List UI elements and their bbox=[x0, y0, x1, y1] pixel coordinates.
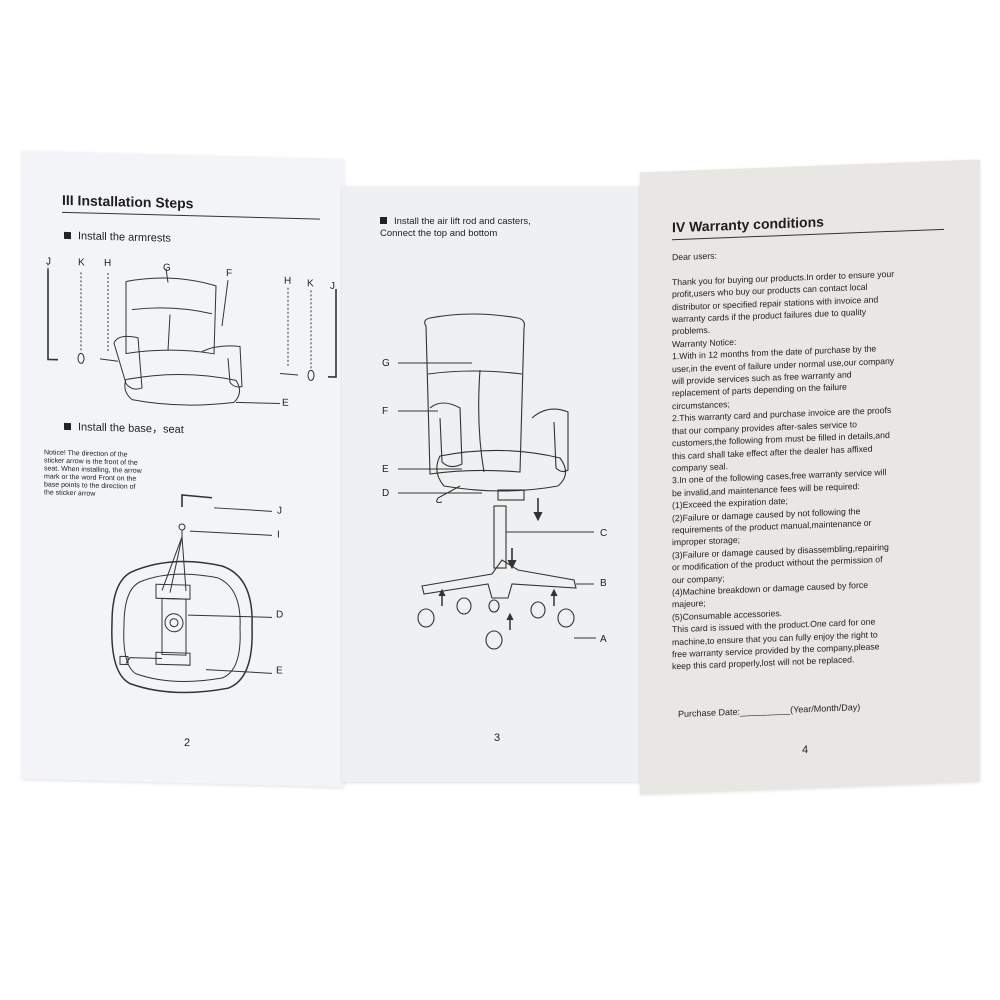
purchase-date-field: Purchase Date:__________(Year/Month/Day) bbox=[678, 702, 861, 720]
manual-page-4: IV Warranty conditions Dear users: Thank… bbox=[640, 159, 980, 795]
part-label: G bbox=[382, 358, 390, 369]
base-seat-diagram bbox=[111, 494, 273, 694]
bullet-square-icon bbox=[380, 217, 387, 224]
manual-page-3: Install the air lift rod and casters, Co… bbox=[342, 186, 642, 782]
page-number: 4 bbox=[802, 744, 809, 757]
chair-assembly-diagram bbox=[398, 313, 596, 650]
part-label: F bbox=[382, 406, 389, 417]
step-text: Install the air lift rod and casters, bbox=[394, 216, 531, 227]
armrest-diagram bbox=[47, 261, 337, 406]
step-text: Connect the top and bottom bbox=[380, 228, 498, 239]
part-label: E bbox=[382, 464, 389, 475]
part-label: D bbox=[382, 488, 390, 499]
page-number: 2 bbox=[184, 737, 191, 750]
warranty-text: Dear users: Thank you for buying our pro… bbox=[672, 241, 934, 673]
part-label: B bbox=[600, 578, 607, 589]
page-number: 3 bbox=[494, 732, 501, 744]
part-label: A bbox=[600, 634, 607, 645]
manual-page-2: III Installation Steps Install the armre… bbox=[22, 150, 344, 788]
step-install-air-lift: Install the air lift rod and casters, Co… bbox=[380, 216, 531, 240]
section-title-warranty: IV Warranty conditions bbox=[672, 213, 824, 236]
part-label: C bbox=[600, 528, 608, 539]
